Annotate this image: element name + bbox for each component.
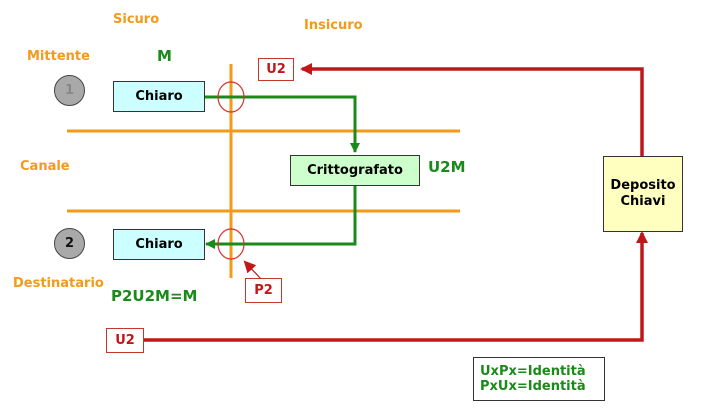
label-mittente: Mittente xyxy=(27,49,90,64)
key-repository-box: Deposito Chiavi xyxy=(603,156,683,232)
label-insicuro: Insicuro xyxy=(304,18,363,33)
label-message-m: M xyxy=(157,47,172,65)
receiver-number-badge: 2 xyxy=(54,228,85,259)
label-destinatario: Destinatario xyxy=(13,276,104,291)
key-apply-circle-bottom xyxy=(217,228,245,260)
identity-line-2: PxUx=Identità xyxy=(480,379,586,394)
p2-pointer-arrow xyxy=(243,260,263,281)
public-key-tag-top: U2 xyxy=(258,58,294,81)
label-canale: Canale xyxy=(20,159,70,174)
plaintext-box-receiver: Chiaro xyxy=(113,229,205,260)
label-message-p2u2m: P2U2M=M xyxy=(111,287,198,305)
key-repository-line2: Chiavi xyxy=(620,194,666,209)
identity-note-box: UxPx=Identità PxUx=Identità xyxy=(473,357,605,401)
public-key-tag-bottom: U2 xyxy=(106,328,144,353)
encrypt-arrow xyxy=(205,95,360,153)
ciphertext-box: Crittografato xyxy=(290,155,420,186)
label-sicuro: Sicuro xyxy=(113,12,160,27)
label-message-u2m: U2M xyxy=(428,158,466,176)
decrypt-arrow xyxy=(205,185,357,249)
plaintext-box-sender: Chiaro xyxy=(113,81,205,112)
key-apply-circle-top xyxy=(217,81,245,113)
public-key-return-arrow xyxy=(300,63,644,156)
public-key-deposit-arrow xyxy=(143,231,648,342)
sender-number-badge: 1 xyxy=(54,75,85,106)
identity-line-1: UxPx=Identità xyxy=(480,364,586,379)
private-key-tag: P2 xyxy=(245,278,282,303)
key-repository-line1: Deposito xyxy=(610,178,676,193)
